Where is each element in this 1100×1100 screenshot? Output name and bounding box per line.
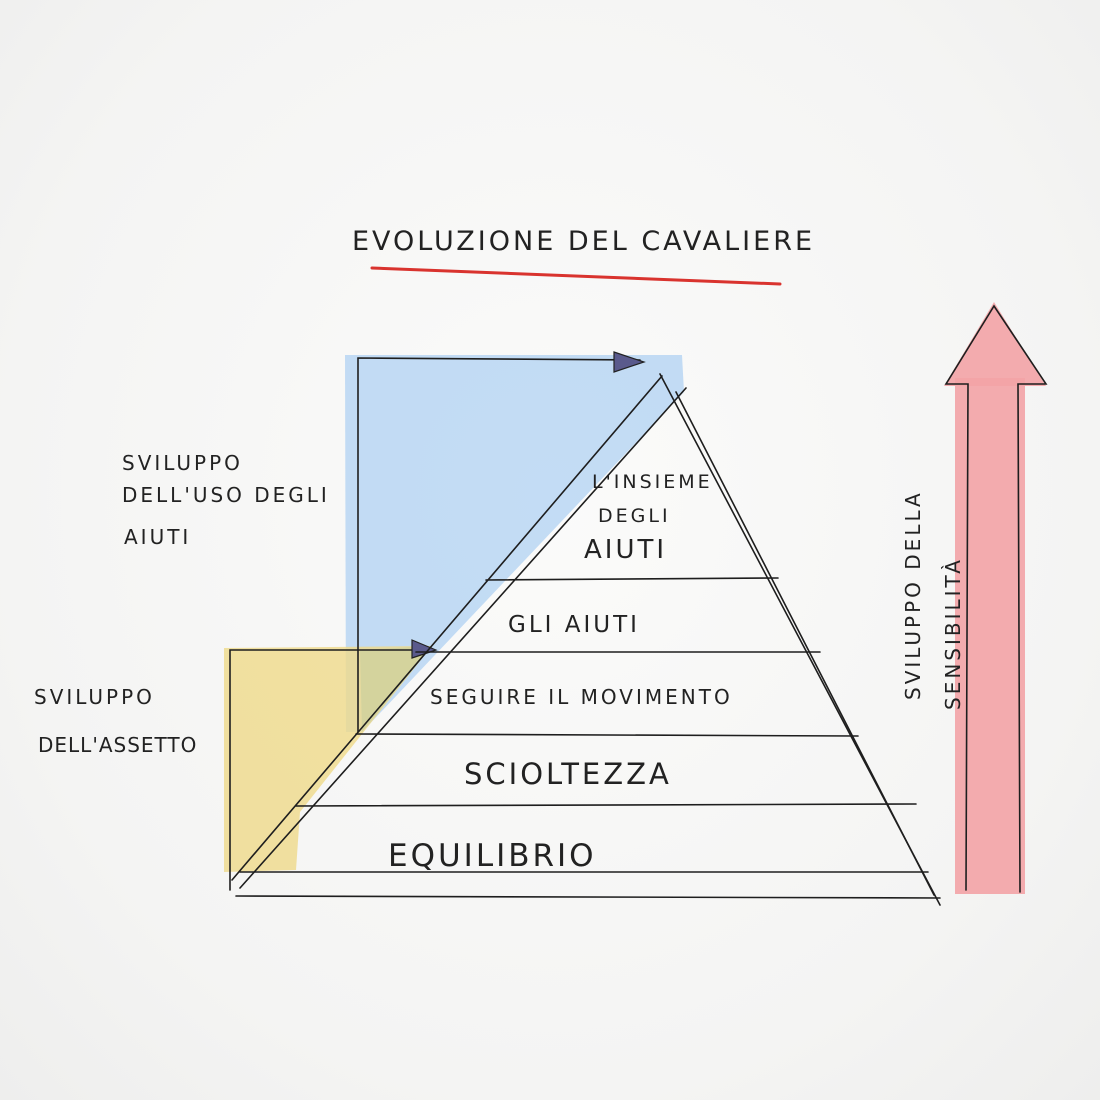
label-sviluppo-uso-aiuti: SVILUPPO DELL'USO DEGLI AIUTI [122,451,339,549]
level-seguire-movimento: SEGUIRE IL MOVIMENTO [430,685,733,709]
arrowhead-icon [613,351,646,373]
aids-bracket-line [357,357,641,733]
level-scioltezza: SCIOLTEZZA [464,757,672,791]
level-equilibrio: EQUILIBRIO [388,838,597,874]
label-sviluppo-sensibilita: SVILUPPO DELLA SENSIBILITÀ [901,481,965,710]
label-sviluppo-assetto: SVILUPPO DELL'ASSETTO [34,685,197,757]
sensitivity-arrow [944,302,1048,894]
diagram-title: EVOLUZIONE DEL CAVALIERE [352,226,815,257]
title-underline [370,266,782,286]
level-gli-aiuti: GLI AIUTI [508,612,640,638]
pyramid [231,373,941,906]
level-insieme-aiuti: L'INSIEME DEGLI AIUTI [584,471,722,565]
seat-bracket-line [229,649,431,891]
